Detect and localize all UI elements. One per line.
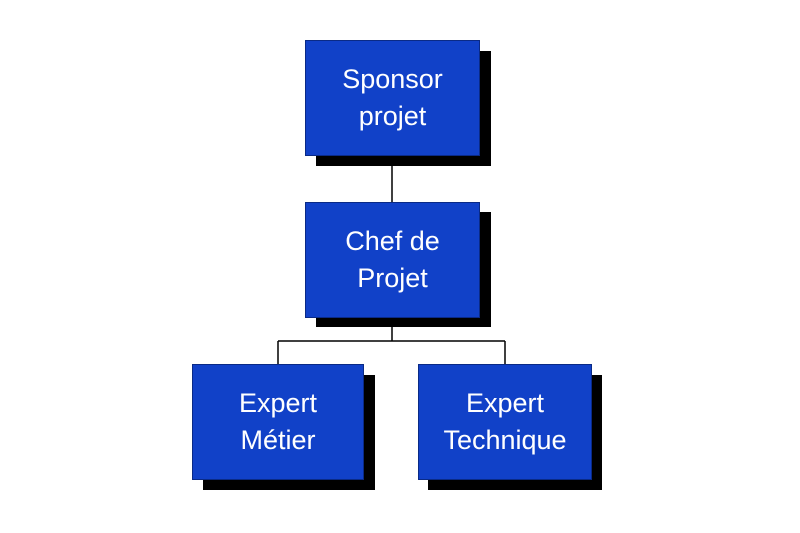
node-chef-de-projet: Chef de Projet xyxy=(305,202,480,318)
node-label-line1: Expert xyxy=(238,388,318,418)
node-label-line2: Métier xyxy=(240,425,316,455)
node-expert-metier: Expert Métier xyxy=(192,364,364,480)
node-expert-technique: Expert Technique xyxy=(418,364,592,480)
node-label-line2: Technique xyxy=(443,425,567,455)
node-label-line1: Sponsor xyxy=(342,64,443,94)
node-label-line2: Projet xyxy=(357,263,428,293)
node-label-line2: projet xyxy=(358,101,427,131)
node-sponsor-projet: Sponsor projet xyxy=(305,40,480,156)
node-label-line1: Chef de xyxy=(345,226,440,256)
node-label-line1: Expert xyxy=(465,388,545,418)
